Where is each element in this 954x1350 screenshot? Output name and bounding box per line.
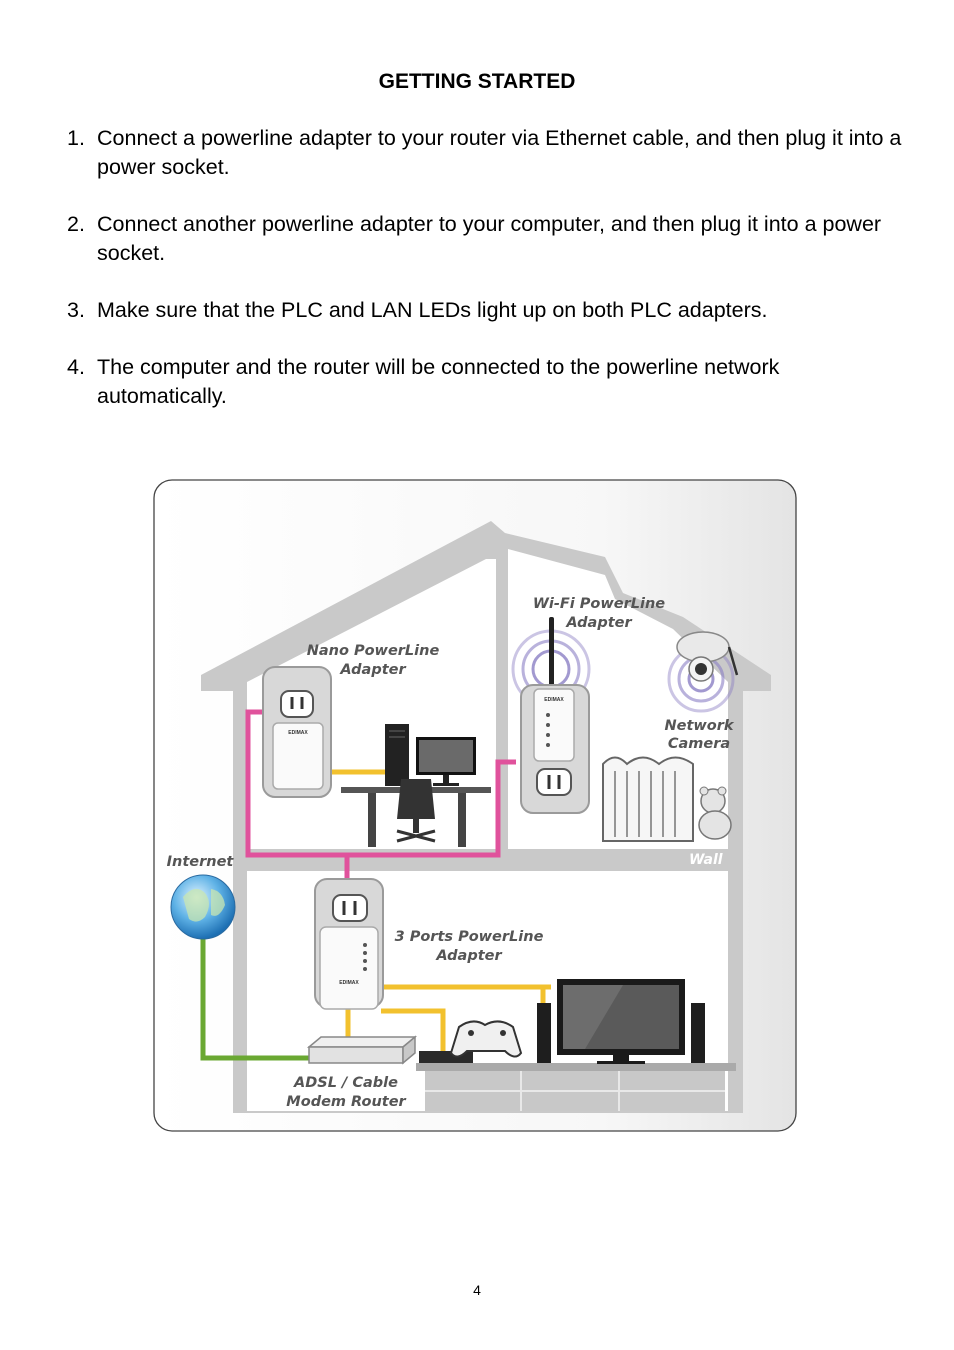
step-text: Make sure that the PLC and LAN LEDs ligh… (97, 298, 768, 322)
svg-text:EDIMAX: EDIMAX (339, 980, 359, 986)
speaker-left (537, 1003, 551, 1063)
powerline-cable-upper (245, 709, 516, 858)
ports-adapter: EDIMAX (319, 926, 379, 1010)
step-text: Connect a powerline adapter to your rout… (97, 126, 902, 179)
modem-label-2: Modem Router (286, 1094, 406, 1110)
game-controller-icon (449, 1020, 523, 1058)
wifi-antenna (549, 617, 554, 689)
modem-label-1: ADSL / Cable (293, 1075, 398, 1091)
step-number: 2. (67, 212, 85, 236)
baby-crib (602, 756, 694, 842)
network-diagram: Wall (153, 479, 797, 1132)
step-number: 4. (67, 355, 85, 379)
ports-adapter-label-2: Adapter (435, 948, 502, 964)
network-camera (676, 631, 739, 682)
tv-cabinet (416, 1063, 736, 1111)
step-number: 3. (67, 298, 85, 322)
step-text: The computer and the router will be conn… (97, 355, 780, 408)
nano-adapter-label-1: Nano PowerLine (307, 643, 440, 659)
monitor (416, 737, 476, 786)
page-number: 4 (473, 1282, 481, 1298)
svg-text:EDIMAX: EDIMAX (288, 730, 308, 736)
ports-adapter-label-1: 3 Ports PowerLine (395, 929, 544, 945)
wifi-adapter-label-1: Wi-Fi PowerLine (533, 596, 665, 612)
wall-label: Wall (689, 852, 723, 868)
steps-list: 1. Connect a powerline adapter to your ro… (64, 124, 904, 439)
wifi-adapter: EDIMAX (520, 684, 590, 814)
step-item: 4. The computer and the router will be co… (64, 353, 904, 411)
modem-router (306, 1035, 418, 1065)
internet-cable (200, 939, 318, 1061)
step-item: 1. Connect a powerline adapter to your ro… (64, 124, 904, 182)
step-item: 3. Make sure that the PLC and LAN LEDs li… (64, 296, 904, 325)
camera-label-2: Camera (668, 736, 730, 752)
wifi-adapter-label-2: Adapter (565, 615, 632, 631)
nano-adapter-label-2: Adapter (339, 662, 406, 678)
television (557, 979, 685, 1064)
pc-tower (385, 724, 409, 786)
office-chair (396, 779, 436, 843)
ethernet-cable-stb (381, 1008, 446, 1054)
step-item: 2. Connect another powerline adapter to y… (64, 210, 904, 268)
speaker-right (691, 1003, 705, 1063)
nano-adapter: EDIMAX (272, 722, 324, 790)
internet-label: Internet (167, 854, 235, 870)
globe-icon (170, 874, 236, 940)
camera-label-1: Network (664, 718, 734, 734)
teddy-bear (698, 786, 732, 840)
step-text: Connect another powerline adapter to you… (97, 212, 882, 265)
svg-text:EDIMAX: EDIMAX (544, 697, 564, 703)
step-number: 1. (67, 126, 85, 150)
page-heading: GETTING STARTED (378, 70, 576, 93)
